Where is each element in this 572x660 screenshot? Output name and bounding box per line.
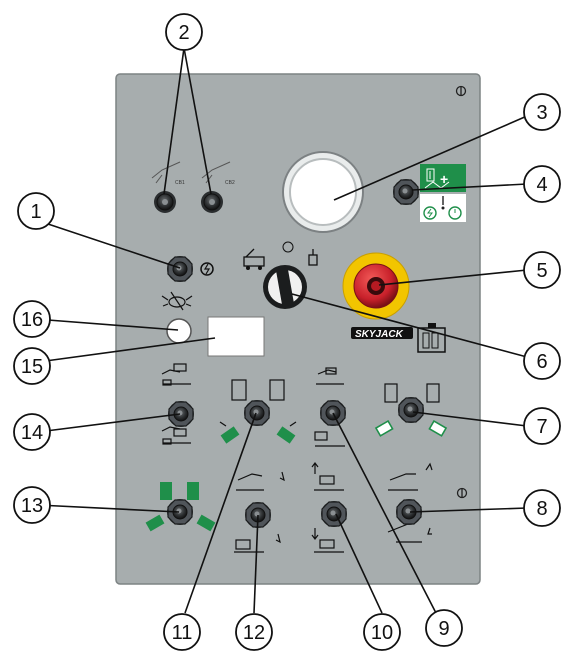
tilt-alarm-light <box>166 318 192 344</box>
svg-text:9: 9 <box>438 618 449 640</box>
svg-text:SKYJACK: SKYJACK <box>355 329 404 340</box>
symbol-7 <box>374 383 448 437</box>
platform-base-selector-icon <box>243 241 318 270</box>
svg-text:7: 7 <box>536 416 547 438</box>
symbol-8 <box>387 462 433 543</box>
toggle-switch-7[interactable] <box>397 396 425 424</box>
circuit-breaker-cb1[interactable]: CB1 <box>151 161 185 213</box>
callout-4: 4 <box>523 165 561 203</box>
callout-6: 6 <box>523 342 561 380</box>
svg-text:2: 2 <box>178 22 189 44</box>
lcd-display <box>207 316 265 357</box>
emergency-stop-button[interactable] <box>342 252 410 320</box>
callout-10: 10 <box>363 613 401 651</box>
svg-text:5: 5 <box>536 260 547 282</box>
callout-1: 1 <box>17 192 55 230</box>
lightning-power-icon <box>200 262 214 276</box>
callout-12: 12 <box>235 613 273 651</box>
callout-2: 2 <box>165 13 203 51</box>
symbol-13 <box>145 482 216 532</box>
callout-14: 14 <box>13 413 51 451</box>
emergency-lowering-switch[interactable] <box>392 178 420 206</box>
svg-text:6: 6 <box>536 351 547 373</box>
toggle-switch-10[interactable] <box>320 500 348 528</box>
power-toggle-switch[interactable] <box>166 255 194 283</box>
emergency-lowering-icon: + <box>420 164 466 222</box>
battery-icon <box>417 323 446 353</box>
symbol-14 <box>161 363 191 445</box>
symbol-11 <box>219 379 297 444</box>
svg-text:16: 16 <box>21 309 43 331</box>
toggle-switch-14[interactable] <box>167 400 195 428</box>
svg-text:4: 4 <box>536 174 547 196</box>
svg-text:8: 8 <box>536 498 547 520</box>
callout-7: 7 <box>523 407 561 445</box>
callout-13: 13 <box>13 486 51 524</box>
svg-text:+: + <box>440 171 448 187</box>
callout-11: 11 <box>163 613 201 651</box>
svg-text:11: 11 <box>172 622 193 644</box>
symbol-9 <box>314 367 345 447</box>
hour-meter-gauge <box>282 151 364 233</box>
svg-text:13: 13 <box>21 495 43 517</box>
circuit-breaker-icon <box>151 161 181 184</box>
cb1-label: CB1 <box>175 180 185 186</box>
leader-lines <box>34 47 528 614</box>
svg-text:3: 3 <box>536 102 547 124</box>
cb2-label: CB2 <box>225 180 235 186</box>
callout-3: 3 <box>523 93 561 131</box>
callout-16: 16 <box>13 300 51 338</box>
toggle-switch-11[interactable] <box>243 399 271 427</box>
svg-text:10: 10 <box>371 622 393 644</box>
svg-text:1: 1 <box>30 201 41 223</box>
symbol-12 <box>234 471 285 553</box>
circuit-breaker-cb2[interactable]: CB2 <box>201 161 235 213</box>
callout-5: 5 <box>523 251 561 289</box>
callout-9: 9 <box>425 609 463 647</box>
svg-text:12: 12 <box>243 622 265 644</box>
brand-logo: SKYJACK <box>351 327 413 340</box>
key-selector-switch[interactable] <box>263 265 307 309</box>
callout-15: 15 <box>13 347 51 385</box>
tilt-alarm-light-icon <box>161 291 193 311</box>
svg-text:14: 14 <box>21 422 43 444</box>
symbol-10 <box>311 462 344 553</box>
svg-text:15: 15 <box>21 356 43 378</box>
callout-8: 8 <box>523 489 561 527</box>
